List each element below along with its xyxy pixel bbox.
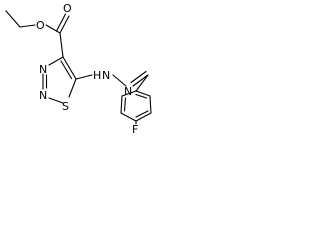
bond-n-ch-double-b <box>130 70 147 84</box>
atom-fluorine: F <box>132 123 138 133</box>
bond-aryl-c6-c1-inner <box>135 93 148 99</box>
bond-carbonyl-double-a <box>59 15 70 34</box>
bond-aryl-c3-c4 <box>120 112 137 122</box>
bond-aryl-c5-c6 <box>149 95 152 114</box>
bond-ester-o-carbonyl-c <box>45 24 61 34</box>
bond-ring-n2-s1 <box>48 97 64 104</box>
bond-carbonyl-c-ring-c4 <box>59 32 64 58</box>
bond-aryl-c6-c1 <box>135 90 151 97</box>
bond-ring-c4-n3 <box>48 56 64 66</box>
bond-aryl-c2-c3-inner <box>123 97 127 112</box>
atom-imine-n: N <box>124 85 132 98</box>
atom-hydrazone-nh-n: N <box>102 69 110 82</box>
bond-n-ch-double-a <box>132 74 149 87</box>
bond-ethyl-ch2-o <box>19 24 36 28</box>
bond-ring-c5-c4 <box>62 56 77 80</box>
bond-aryl-c4-c5-inner <box>135 110 149 118</box>
bond-carbonyl-double-b <box>55 13 67 32</box>
atom-ring-s1: S <box>62 100 69 113</box>
atom-hydrazone-h: H <box>93 69 101 82</box>
bond-aryl-c2-c3 <box>120 95 123 114</box>
bond-aryl-c4-c5 <box>135 112 152 122</box>
molecule-structure: O O N N S H N N F <box>5 2 152 133</box>
bond-nh-n <box>112 74 127 87</box>
atom-carbonyl-oxygen: O <box>63 2 72 15</box>
bond-aryl-c1-c2 <box>121 90 137 97</box>
atom-ester-oxygen: O <box>36 19 45 32</box>
bond-ch-aryl <box>135 74 149 92</box>
bond-ring-s1-c5 <box>68 78 77 98</box>
bond-ring-c5-c4-double <box>60 60 73 80</box>
bond-ethyl-ch3-ch2 <box>5 10 21 28</box>
atom-ring-n2: N <box>39 89 47 102</box>
atom-ring-n3: N <box>39 63 47 76</box>
bond-c5-nh <box>75 74 93 80</box>
